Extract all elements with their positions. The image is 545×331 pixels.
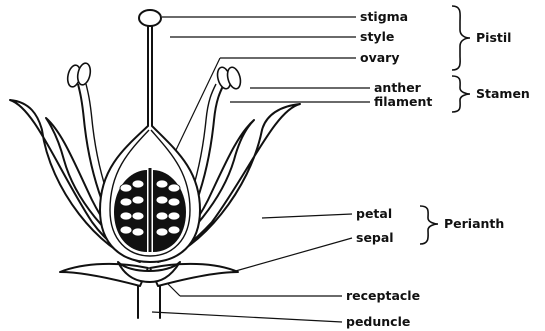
label-receptacle: receptacle	[346, 288, 420, 303]
group-pistil: Pistil	[476, 30, 511, 45]
label-ovary: ovary	[360, 50, 399, 65]
label-petal: petal	[356, 206, 392, 221]
leader-receptacle	[168, 284, 180, 296]
bracket-stamen	[452, 76, 470, 112]
label-anther: anther	[374, 80, 422, 95]
group-perianth: Perianth	[444, 216, 504, 231]
label-peduncle: peduncle	[346, 314, 410, 329]
leader-sepal	[232, 238, 352, 272]
leader-ovary	[176, 58, 220, 150]
label-filament: filament	[374, 94, 432, 109]
label-sepal: sepal	[356, 230, 394, 245]
group-stamen: Stamen	[476, 86, 530, 101]
bracket-pistil	[452, 6, 470, 70]
label-style: style	[360, 29, 394, 44]
leader-peduncle	[152, 312, 342, 322]
label-stigma: stigma	[360, 9, 408, 24]
stigma-shape	[139, 10, 161, 26]
leader-petal	[262, 214, 352, 218]
bracket-perianth	[420, 206, 438, 244]
